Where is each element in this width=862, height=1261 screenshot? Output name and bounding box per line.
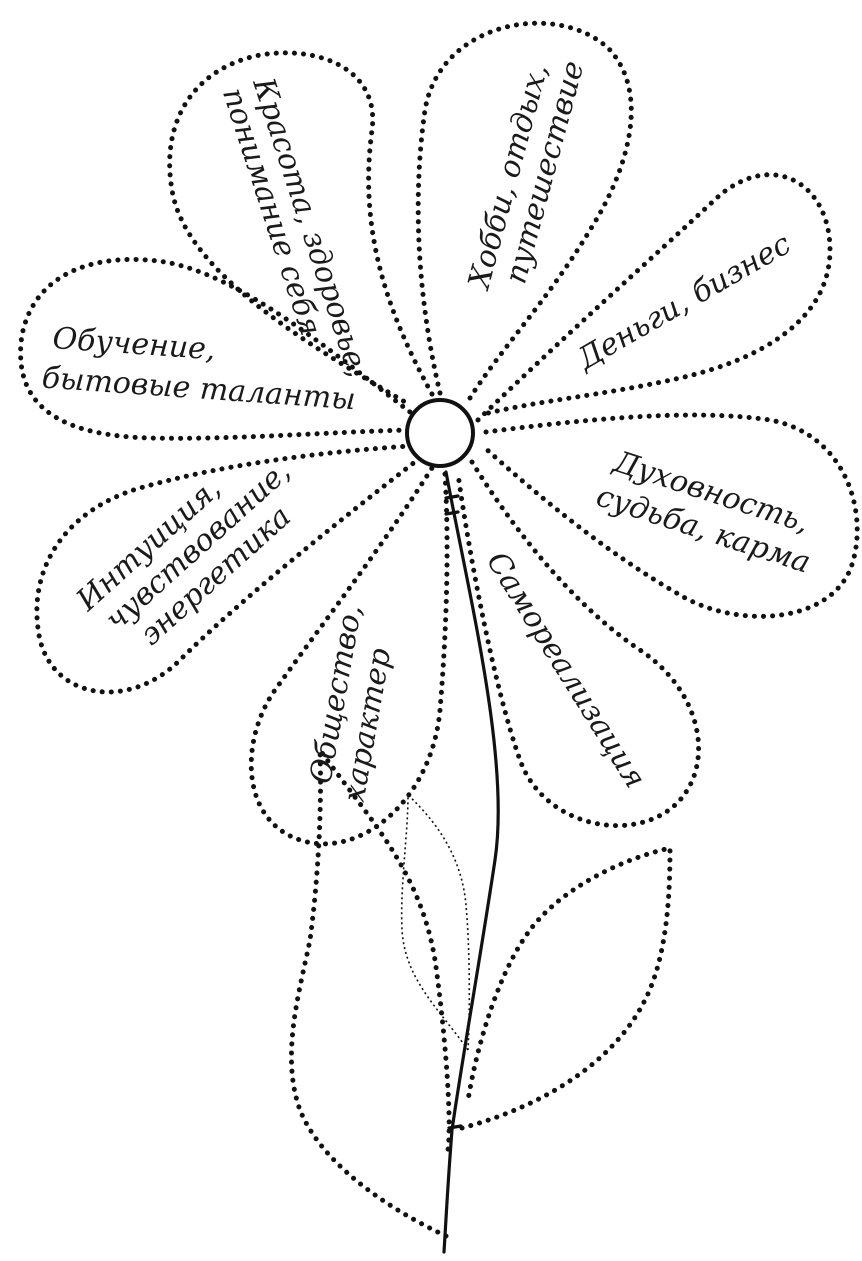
label-beauty: Красота, здоровье, понимание себя xyxy=(215,73,376,392)
stem-tick-3 xyxy=(449,1126,461,1128)
label-learning-line-1: Обучение, xyxy=(51,321,216,367)
leaf-faint xyxy=(402,795,470,1050)
label-learning-line-2: бытовые таланты xyxy=(41,360,357,417)
stem-tick-2 xyxy=(446,512,458,514)
label-hobby: Хобби, отдых, путешествие xyxy=(461,48,591,302)
label-learning: Обучение, бытовые таланты xyxy=(41,321,360,418)
flower-center xyxy=(407,400,473,466)
stem xyxy=(444,472,498,1252)
label-intuition: Интуиция, чувствование, энергетика xyxy=(69,429,320,669)
stem-tick-1 xyxy=(446,496,458,498)
label-spirituality: Духовность, судьба, карма xyxy=(592,442,826,580)
leaf-right xyxy=(462,848,670,1128)
